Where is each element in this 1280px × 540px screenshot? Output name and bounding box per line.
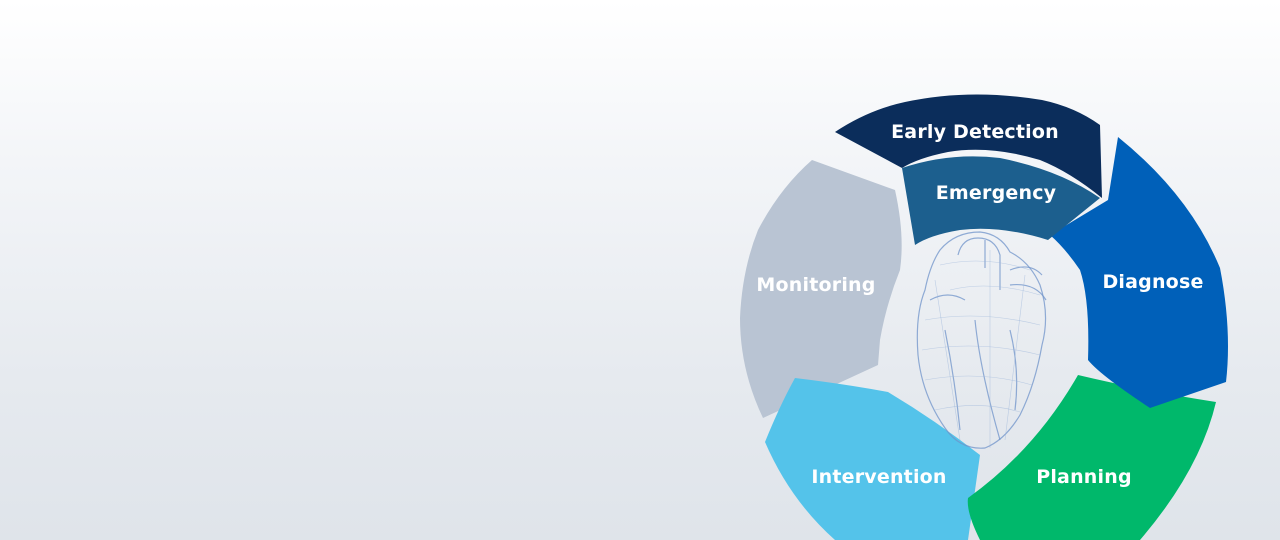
label-emergency: Emergency [936, 182, 1057, 204]
segment-planning [967, 375, 1216, 540]
segment-intervention [765, 378, 980, 540]
segment-diagnose [1050, 137, 1228, 408]
label-diagnose: Diagnose [1102, 271, 1203, 293]
segment-monitoring [740, 160, 902, 418]
label-monitoring: Monitoring [756, 274, 875, 296]
label-planning: Planning [1036, 466, 1132, 488]
label-intervention: Intervention [811, 466, 946, 488]
heart-illustration-icon [916, 231, 1047, 449]
label-early-detection: Early Detection [891, 121, 1059, 143]
segment-emergency [902, 156, 1100, 245]
segment-early-detection [835, 94, 1102, 198]
